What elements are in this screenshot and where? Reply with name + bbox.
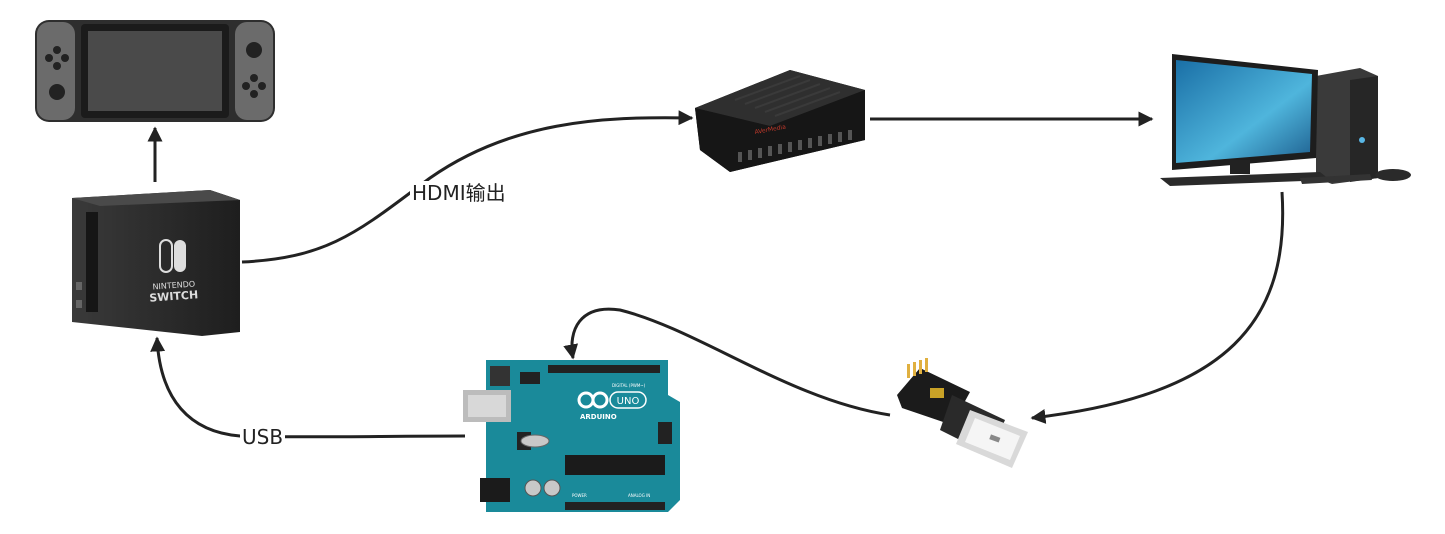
- desktop-pc-icon: [1160, 54, 1411, 186]
- capture-card-icon: AVerMedia: [695, 70, 865, 172]
- dock-brand-line1: NINTENDO: [152, 280, 195, 292]
- arrow-arduino-to-dock: [150, 336, 466, 439]
- arrow-adapter-to-arduino: [563, 307, 891, 417]
- arduino-label-power: POWER: [572, 493, 587, 498]
- game-console-icon: [35, 20, 275, 122]
- usb-serial-adapter-icon: [897, 358, 1028, 468]
- dock-brand-line2: SWITCH: [149, 288, 199, 304]
- arrows: [147, 110, 1285, 439]
- console-dock-icon: NINTENDO SWITCH: [72, 190, 240, 336]
- arrow-dock-to-capture: [241, 110, 694, 264]
- arduino-model: UNO: [617, 396, 640, 407]
- arduino-brand: ARDUINO: [580, 413, 617, 421]
- arrow-pc-to-adapter: [1030, 191, 1285, 424]
- arduino-label-digital: DIGITAL (PWM~): [612, 383, 646, 388]
- hdmi-output-label: HDMI输出: [410, 181, 508, 205]
- arduino-board-icon: ARDUINO UNO DIGITAL (PWM~) POWER ANALOG …: [463, 360, 680, 512]
- arduino-label-analog: ANALOG IN: [628, 493, 650, 498]
- usb-label: USB: [240, 425, 286, 449]
